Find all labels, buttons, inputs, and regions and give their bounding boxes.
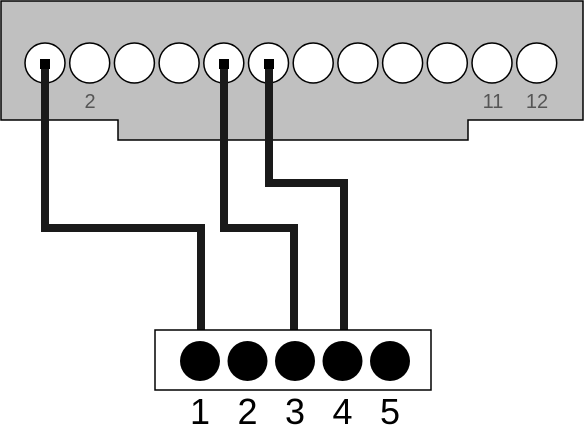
- bottom-pin-1: [180, 341, 220, 381]
- top-pin-10: [426, 42, 469, 84]
- bottom-pin-4: [322, 341, 363, 381]
- top-connector-pins: [24, 42, 558, 84]
- bottom-pin-2: [227, 341, 268, 381]
- bottom-pin-5: [370, 341, 410, 381]
- bottom-connector-pins: [180, 341, 410, 381]
- top-pin-12-label: 12: [526, 91, 548, 113]
- bottom-pin-5-label: 5: [380, 391, 400, 428]
- top-pin-11: [471, 42, 513, 84]
- wire-end-top5: [219, 59, 229, 69]
- bottom-pin-1-label: 1: [190, 391, 210, 428]
- top-connector: 2 11 12: [0, 0, 584, 141]
- top-pin-7: [292, 42, 334, 84]
- top-pin-4: [158, 42, 200, 84]
- top-pin-12: [515, 42, 558, 84]
- top-pin-9: [381, 42, 424, 84]
- wire-top6-to-bottom4: [265, 64, 348, 356]
- bottom-pin-3-label: 3: [285, 391, 305, 428]
- wire-top1-to-bottom1: [41, 64, 205, 356]
- top-pin-11-label: 11: [483, 91, 504, 113]
- wire-top5-to-bottom3: [220, 64, 298, 356]
- wire-ends: [40, 59, 274, 69]
- top-pin-2-label: 2: [84, 91, 95, 113]
- wire-end-top6: [264, 59, 274, 69]
- bottom-pin-4-label: 4: [332, 391, 352, 428]
- top-pin-8: [337, 42, 379, 84]
- bottom-pin-2-label: 2: [237, 391, 257, 428]
- bottom-pin-3: [275, 341, 315, 381]
- top-pin-3: [113, 42, 156, 84]
- wire-end-top1: [40, 59, 50, 69]
- top-pin-2: [68, 42, 111, 84]
- top-connector-housing: [0, 0, 584, 141]
- wires: [41, 64, 348, 356]
